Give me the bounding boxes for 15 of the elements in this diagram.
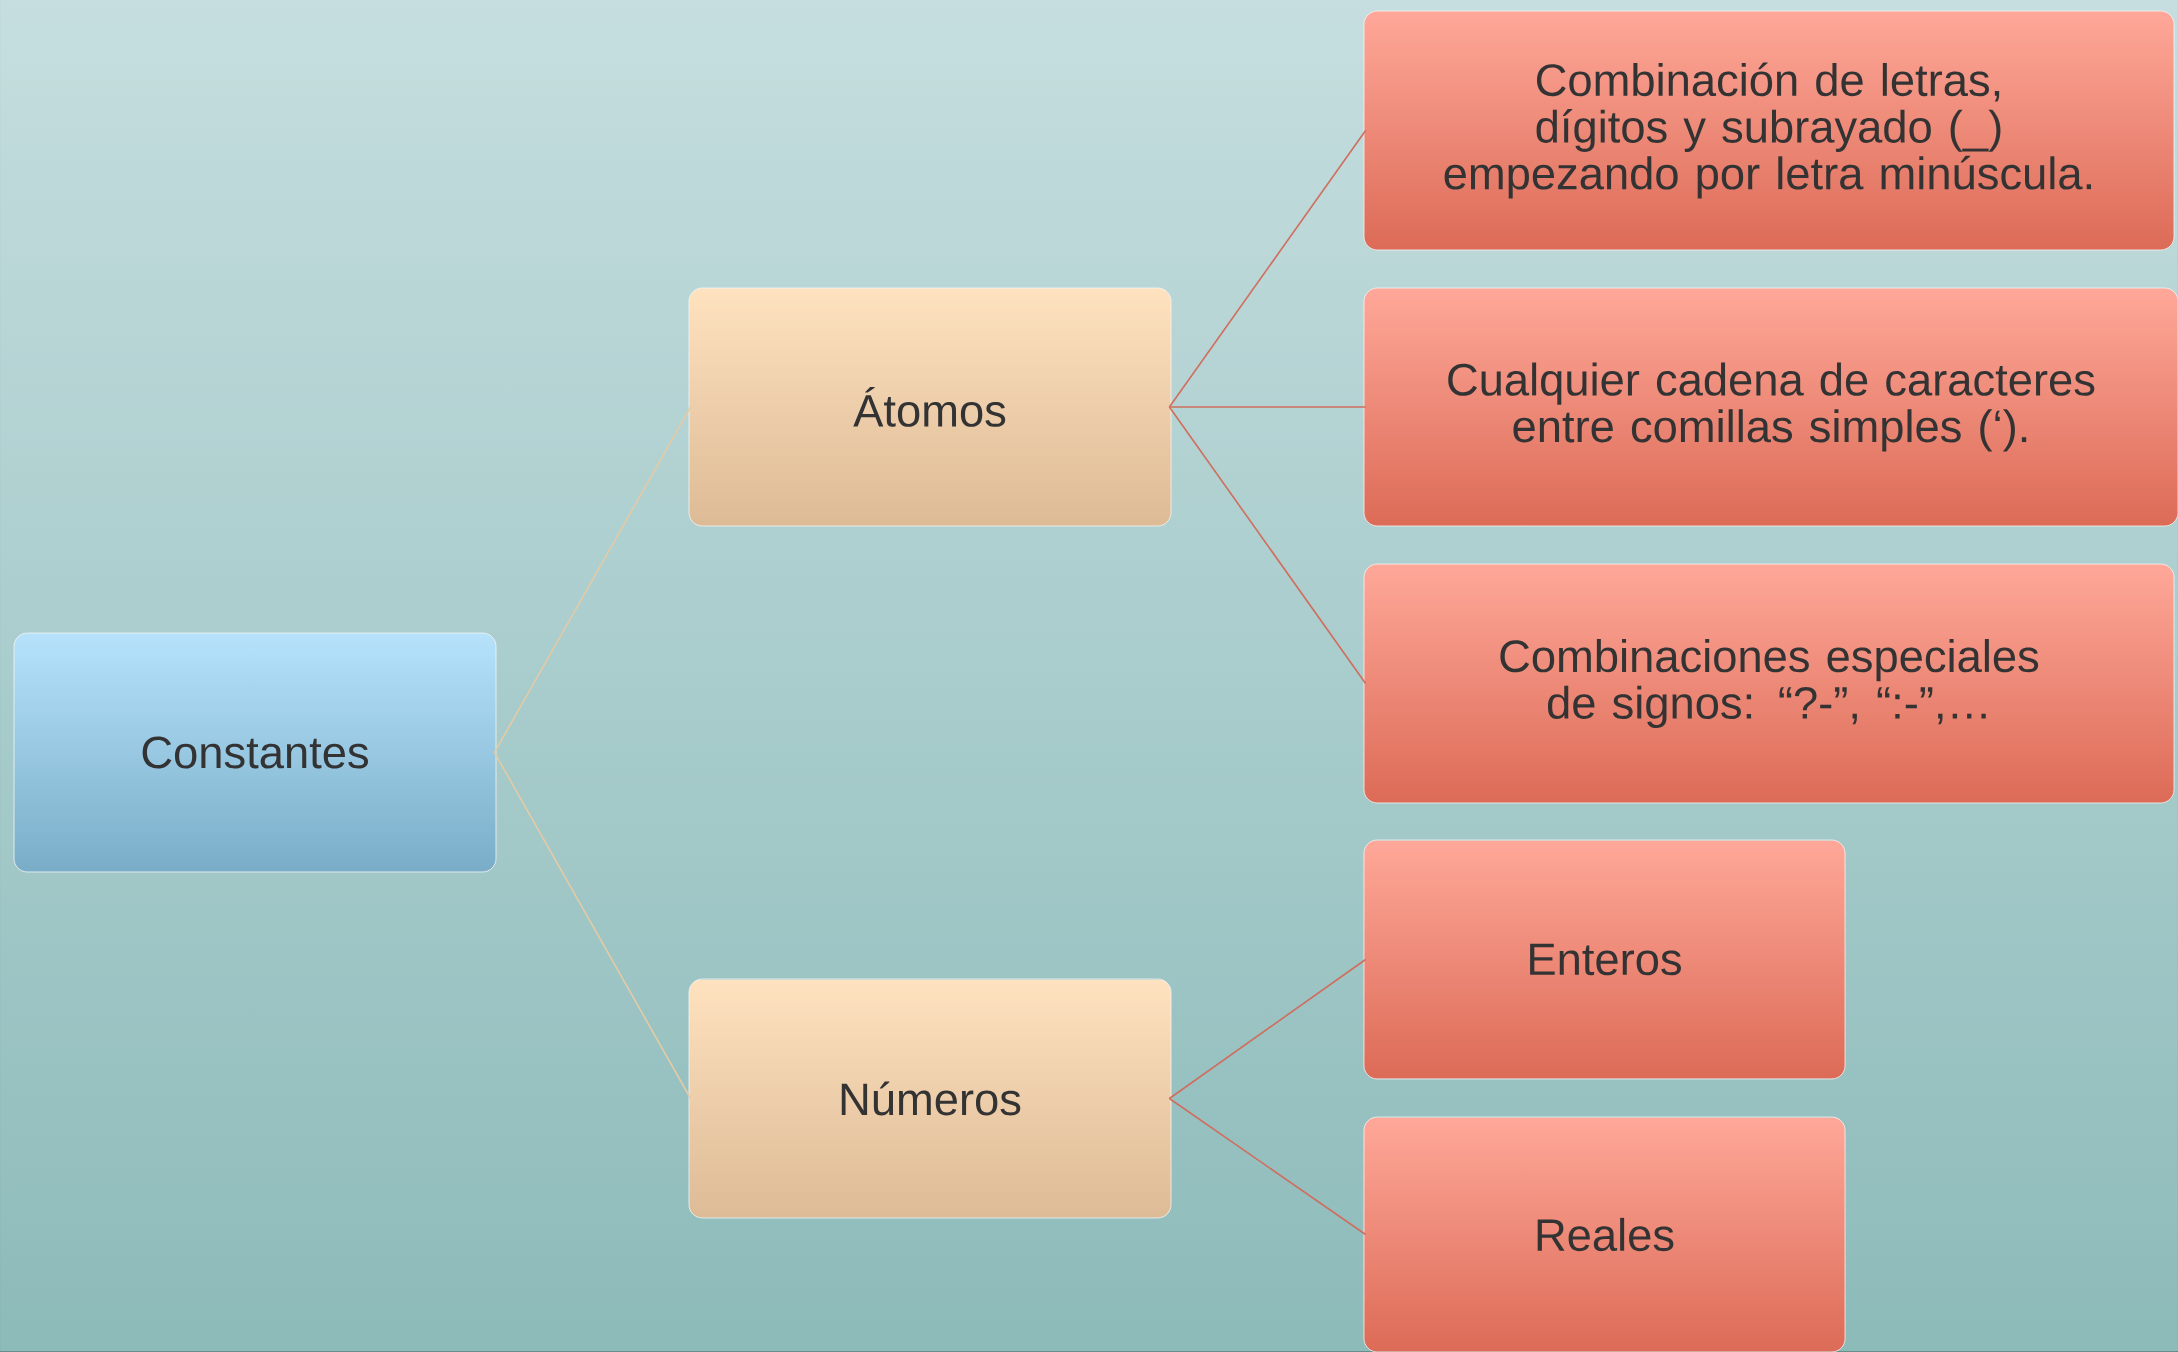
category-box: Reales (1363, 1116, 1846, 1352)
connector-line (1168, 129, 1367, 408)
category-box: Combinación de letras, dígitos y subrayado (_) empezando por letra minúscula. (1363, 10, 2175, 251)
connector-line (1168, 406, 1367, 408)
connector-line (493, 751, 692, 1100)
connector-line (1168, 958, 1367, 1100)
category-box: Números (688, 978, 1172, 1219)
category-box: Combinaciones especiales de signos: “?-”, “:-”,… (1363, 563, 2175, 804)
connector-line (493, 406, 692, 754)
category-box: Constantes (13, 632, 497, 873)
category-box: Átomos (688, 287, 1172, 527)
connector-line (1168, 1097, 1367, 1236)
connector-line (1168, 406, 1367, 685)
category-box: Cualquier cadena de caracteres entre comillas simples (‘). (1363, 287, 2178, 527)
category-box: Enteros (1363, 839, 1846, 1080)
